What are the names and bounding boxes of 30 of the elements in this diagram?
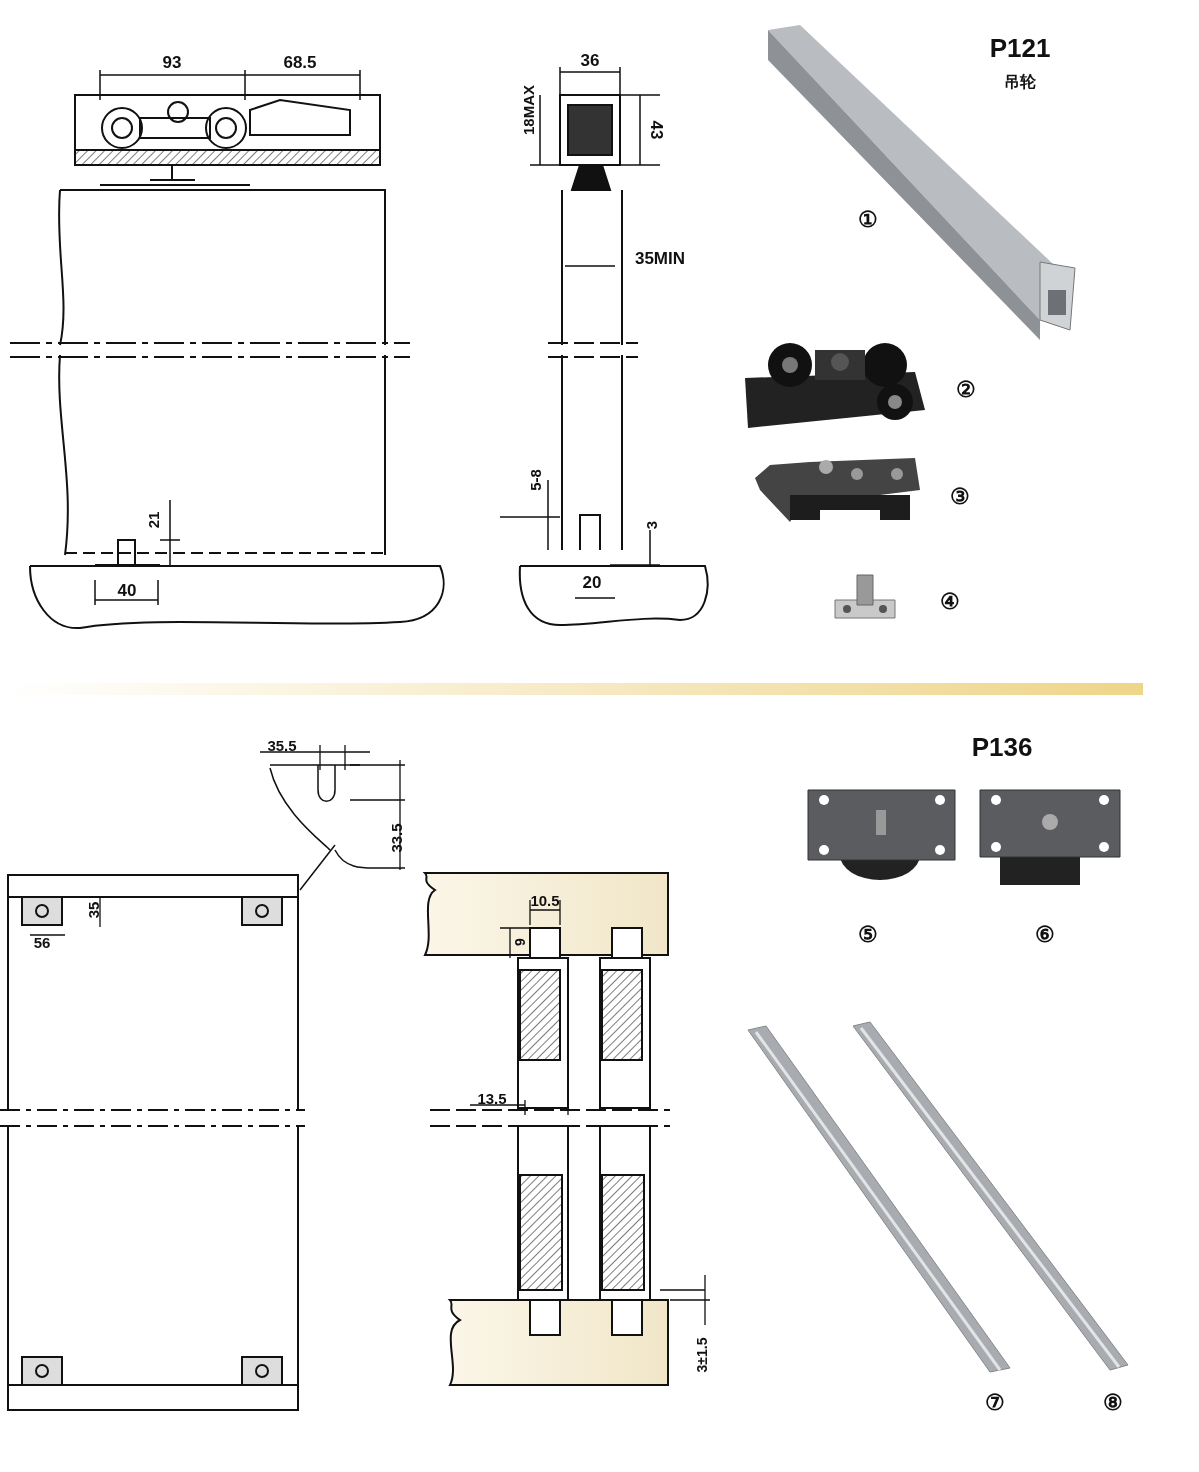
dimension-label: 43 [647, 120, 665, 140]
callout-number: ⑥ [1035, 924, 1055, 946]
dimension-label: 18MAX [520, 85, 536, 135]
model-number: P136 [971, 734, 1033, 760]
product-caption: 吊轮 [1004, 74, 1036, 90]
dimension-label: 35.5 [267, 737, 297, 753]
dimension-label: 20 [582, 573, 602, 591]
dimension-label: 68.5 [283, 53, 317, 71]
dimension-label: 56 [33, 934, 51, 950]
dimension-label: 33.5 [388, 823, 404, 853]
dimension-label: 35MIN [634, 249, 686, 267]
callout-number: ② [956, 379, 976, 401]
callout-number: ④ [940, 591, 960, 613]
model-number: P121 [989, 35, 1051, 61]
dimension-label: 35 [85, 901, 101, 919]
callout-number: ⑦ [985, 1392, 1005, 1414]
dimension-label: 21 [145, 511, 161, 529]
callout-number: ① [858, 209, 878, 231]
dimension-label: 5-8 [527, 469, 543, 491]
dimension-label: 13.5 [477, 1090, 507, 1106]
dimension-label: 40 [117, 581, 137, 599]
callout-number: ⑤ [858, 924, 878, 946]
dimension-label: 93 [162, 53, 182, 71]
dimension-label: 9 [513, 938, 527, 946]
callout-number: ③ [950, 486, 970, 508]
dimension-label: 10.5 [530, 892, 560, 908]
callout-number: ⑧ [1103, 1392, 1123, 1414]
dimension-label: 3 [643, 520, 659, 530]
dimension-label: 36 [580, 51, 600, 69]
dimension-label: 3±1.5 [695, 1337, 709, 1373]
